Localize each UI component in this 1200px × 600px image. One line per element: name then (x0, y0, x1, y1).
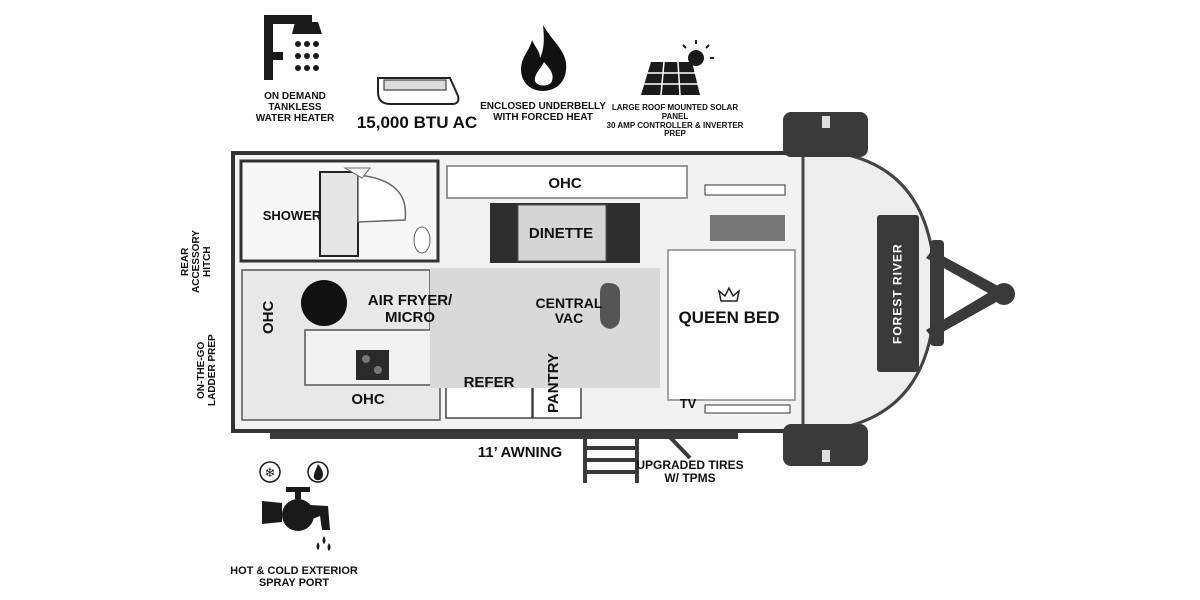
cooktop (356, 350, 389, 380)
spray-port-label: HOT & COLD EXTERIOR SPRAY PORT (230, 565, 358, 590)
water-heater-label: ON DEMAND TANKLESS WATER HEATER (255, 91, 335, 124)
refer-label: REFER (463, 374, 515, 391)
queen-bed (667, 249, 796, 401)
svg-text:❄: ❄ (265, 466, 276, 481)
ohc-bottom-label: OHC (351, 391, 385, 408)
bed-headboard (710, 215, 785, 241)
queen-bed-label: QUEEN BED (678, 308, 780, 327)
entry-steps (583, 433, 639, 483)
dinette-table (517, 204, 607, 262)
front-fender-top (783, 112, 868, 157)
brand-logo-text: FOREST RIVER (890, 243, 905, 344)
central-vac-label: CENTRAL VAC (535, 295, 603, 327)
spray-port-icon: ❄ (259, 461, 331, 551)
solar-panel-icon (641, 40, 714, 96)
ac-label: 15,000 BTU AC (356, 113, 478, 132)
awning-label: 11’ AWNING (477, 444, 563, 461)
ohc-top-label: OHC (548, 175, 582, 192)
tv-label: TV (679, 396, 697, 411)
dinette-label: DINETTE (528, 225, 594, 242)
hitch (926, 240, 1015, 346)
ohc-left-label: OHC (260, 300, 277, 334)
ohc-top-cabinet (446, 165, 688, 199)
brand-plate (877, 215, 919, 372)
ac-unit-icon (377, 77, 460, 105)
shower-label: SHOWER (262, 208, 322, 223)
solar-panel-label: LARGE ROOF MOUNTED SOLAR PANEL 30 AMP CO… (606, 103, 744, 139)
water-heater-icon (264, 15, 322, 80)
front-fender-bottom (783, 424, 868, 466)
air-fryer-micro (301, 280, 347, 326)
flame-icon (521, 25, 567, 91)
floor-area (430, 268, 660, 388)
awning-bar (270, 432, 738, 439)
crown-icon (717, 286, 741, 302)
pantry-label: PANTRY (545, 353, 562, 413)
underbelly-label: ENCLOSED UNDERBELLY WITH FORCED HEAT (480, 101, 606, 123)
tires-label: UPGRADED TIRES W/ TPMS (636, 458, 744, 486)
ladder-prep-label: ON-THE-GO LADDER PREP (196, 334, 218, 407)
shower-stall (319, 171, 359, 257)
air-fryer-label: AIR FRYER/ MICRO (367, 292, 453, 326)
rear-hitch-label: REAR ACCESSORY HITCH (180, 230, 213, 294)
